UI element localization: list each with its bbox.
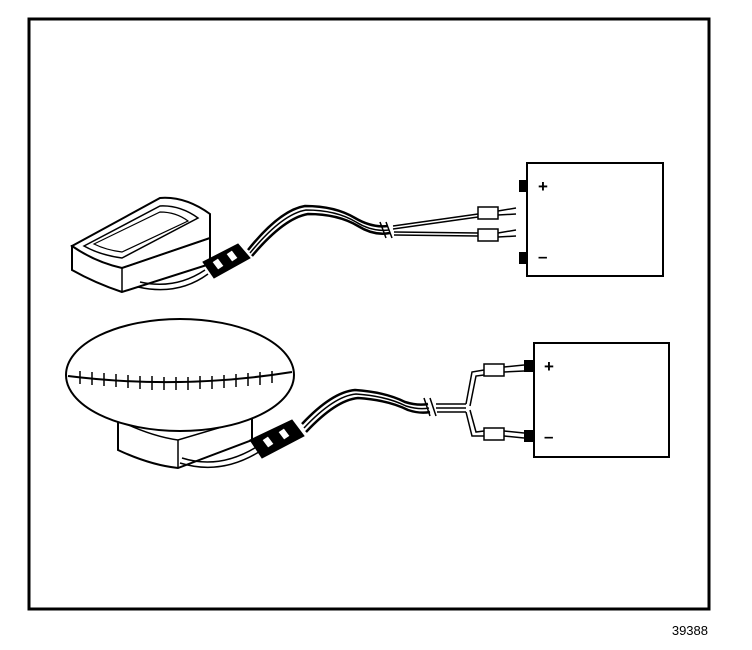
figure-number: 39388: [671, 623, 708, 638]
lamp-icon: [65, 318, 295, 470]
diagram-frame: [27, 17, 711, 611]
connector-icon: [249, 419, 305, 459]
horn-icon: [70, 196, 211, 294]
connector-icon: [202, 243, 251, 279]
battery-icon: + –: [519, 162, 664, 277]
battery-top-negative-label: –: [538, 247, 547, 266]
harness-top: [247, 204, 517, 257]
battery-bottom-negative-label: –: [544, 427, 553, 446]
battery-bottom-positive-label: +: [544, 357, 554, 376]
battery-top-positive-label: +: [538, 177, 548, 196]
harness-bottom: [301, 363, 525, 441]
battery-icon: + –: [524, 342, 670, 458]
